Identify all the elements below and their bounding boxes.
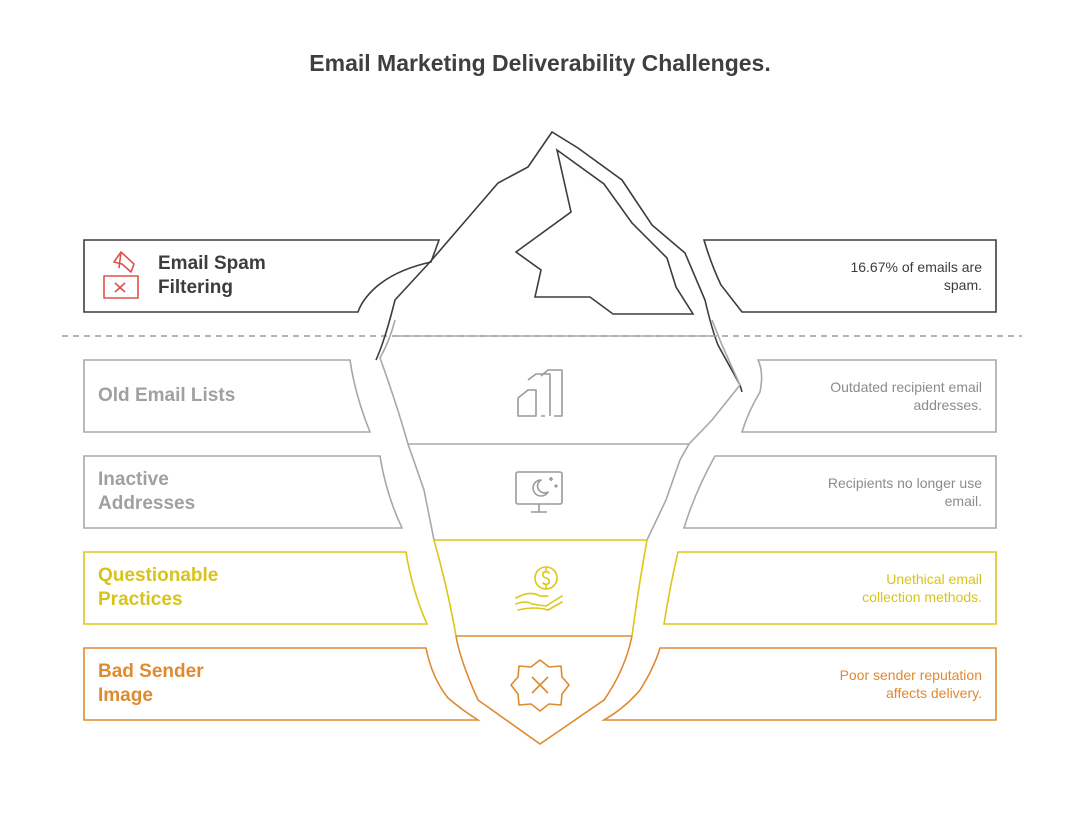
layer-label-line: Email Spam — [158, 253, 266, 274]
iceberg-left-edge-gray — [379, 319, 435, 541]
desc-box-inactive-addresses — [682, 455, 997, 529]
desc-box-old-email-lists — [740, 359, 997, 433]
documents-icon — [517, 369, 563, 417]
layer-desc-old-email-lists: Outdated recipient email addresses. — [830, 379, 982, 413]
spam-mailbox-icon — [103, 251, 139, 299]
layer-label-spam-filtering: Email Spam Filtering — [158, 252, 266, 300]
monitor-sleep-icon — [515, 471, 563, 513]
label-box-questionable-practices — [83, 551, 429, 625]
label-box-old-email-lists — [83, 359, 372, 433]
iceberg-orange-zone — [455, 635, 633, 745]
desc-box-bad-sender-image — [600, 647, 997, 721]
layer-label-line: Inactive — [98, 469, 169, 490]
iceberg-yellow-zone — [433, 539, 648, 637]
layer-label-line: Bad Sender — [98, 661, 204, 682]
label-box-inactive-addresses — [83, 455, 404, 529]
hand-coin-icon — [515, 566, 563, 611]
layer-label-line: Filtering — [158, 277, 233, 298]
label-box-spam-filtering — [83, 239, 441, 313]
label-box-bad-sender-image — [83, 647, 481, 721]
layer-desc-inactive-addresses: Recipients no longer use email. — [827, 475, 982, 509]
layer-label-line: Image — [98, 685, 153, 706]
iceberg-right-edge-gray — [646, 319, 741, 541]
badge-x-icon — [510, 659, 570, 712]
desc-box-questionable-practices — [663, 551, 997, 625]
layer-label-line: Practices — [98, 589, 183, 610]
layer-label-bad-sender-image: Bad Sender Image — [98, 660, 204, 708]
iceberg-peak-outline — [375, 130, 743, 393]
diagram-title: Email Marketing Deliverability Challenge… — [309, 50, 771, 76]
desc-box-spam-filtering — [702, 239, 997, 313]
layer-label-old-email-lists: Old Email Lists — [98, 384, 235, 408]
layer-label-inactive-addresses: Inactive Addresses — [98, 468, 195, 516]
layer-label-line: Questionable — [98, 565, 219, 586]
layer-desc-questionable-practices: Unethical email collection methods. — [862, 571, 982, 605]
layer-label-questionable-practices: Questionable Practices — [98, 564, 218, 612]
layer-desc-spam-filtering: 16.67% of emails are spam. — [850, 259, 982, 293]
layer-label-line: Old Email Lists — [98, 385, 236, 406]
iceberg-peak-inner — [514, 148, 695, 315]
layer-desc-bad-sender-image: Poor sender reputation affects delivery. — [839, 667, 982, 701]
layer-label-line: Addresses — [98, 493, 196, 514]
